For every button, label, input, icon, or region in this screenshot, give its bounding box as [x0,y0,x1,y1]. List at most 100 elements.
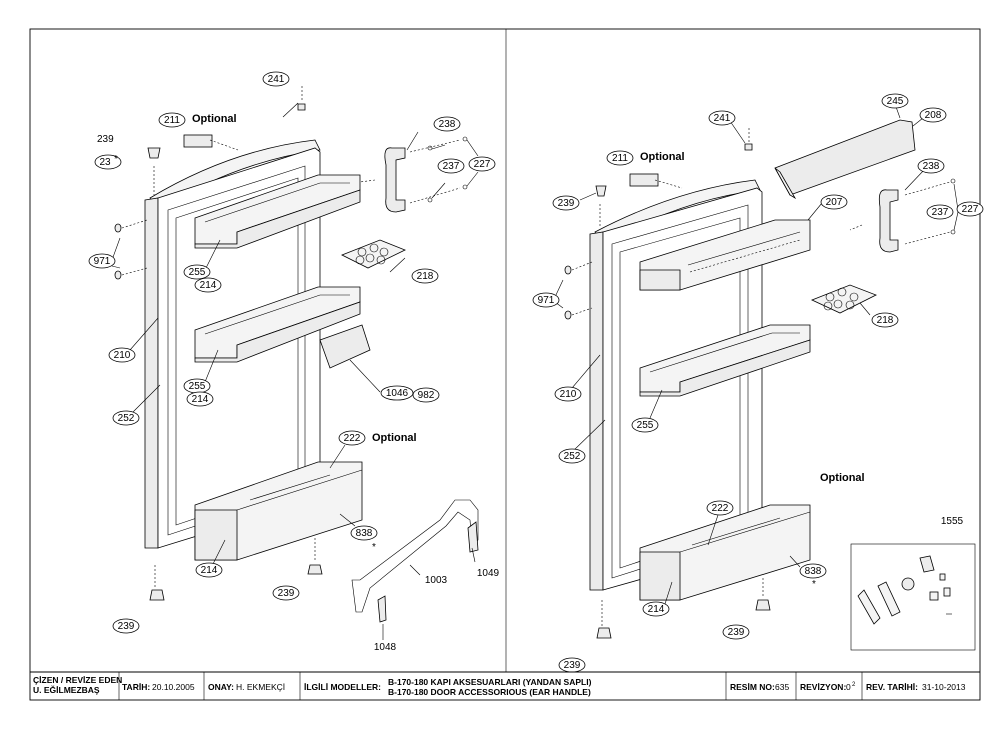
right-foot-239-mid [755,599,771,611]
callout-r-239-mid: 239 [728,627,745,638]
callout-r-222: 222 [712,503,729,514]
callout-r-252: 252 [564,451,581,462]
left-wire-rack-1003 [351,499,479,613]
callout-255-top: 255 [189,267,206,278]
models-line-2: B-170-180 DOOR ACCESSORIOUS (EAR HANDLE) [388,687,591,697]
drawn-by-value: U. EĞİLMEZBAŞ [33,684,100,695]
right-top-cover-245 [774,119,916,196]
right-handle-238 [878,189,899,253]
callout-r-838: 838 [805,566,822,577]
optional-note-222: Optional [372,432,417,444]
left-door-assembly [111,86,479,640]
callout-982: 982 [418,390,435,401]
optional-note-r: Optional [820,472,865,484]
left-callouts: 241 211 Optional 239 23 * 238 237 227 97… [88,71,500,653]
right-callouts: 241 245 208 211 Optional 239 238 207 237… [532,93,984,673]
callout-r-207: 207 [826,197,843,208]
callout-239-bot: 239 [118,621,135,632]
approval-label: ONAY: [208,682,234,692]
callout-218: 218 [417,271,434,282]
callout-r-218: 218 [877,315,894,326]
left-foot-239-bot [149,589,165,601]
callout-r-255: 255 [637,420,654,431]
left-bottom-bin [194,461,363,561]
callout-838-star: * [372,542,376,553]
left-egg-tray-218 [341,239,406,269]
rev-date-value: 31-10-2013 [922,682,966,692]
callout-r-971: 971 [538,295,555,306]
callout-r-208: 208 [925,110,942,121]
left-label-plate-211 [183,134,213,148]
revision-value: 0 [846,682,851,692]
callout-r-239-top: 239 [558,198,575,209]
models-label: İLGİLİ MODELLER: [304,682,381,692]
callout-r-1555: 1555 [941,516,964,527]
left-door-side-edge [144,197,159,549]
callout-252: 252 [118,413,135,424]
callout-1048: 1048 [374,642,397,653]
drawing-no-value: 635 [775,682,789,692]
callout-255-mid: 255 [189,381,206,392]
callout-241: 241 [268,74,285,85]
callout-838: 838 [356,528,373,539]
right-shelf-middle-255 [639,324,811,397]
callout-23-star: * [114,154,118,165]
callout-227: 227 [474,159,491,170]
drawing-no-label: RESİM NO: [730,682,775,692]
callout-r-211: 211 [612,153,628,164]
left-part-1046 [319,324,371,369]
left-handle-238 [384,147,406,213]
right-door-assembly [554,103,959,639]
date-value: 20.10.2005 [152,682,195,692]
rev-date-label: REV. TARİHİ: [866,682,918,692]
callout-214-top: 214 [200,280,217,291]
callout-r-238: 238 [923,161,940,172]
optional-note-211: Optional [192,113,237,125]
sheet-frame [29,28,981,701]
callout-214-mid: 214 [192,394,209,405]
right-shelf-top-207 [639,219,811,291]
callout-r-245: 245 [887,96,904,107]
left-shelf-top [194,174,361,249]
callout-1003: 1003 [425,575,448,586]
callout-1049: 1049 [477,568,500,579]
callout-237: 237 [443,161,460,172]
title-block: ÇİZEN / REVİZE EDEN U. EĞİLMEZBAŞ TARİH:… [30,671,980,700]
drawn-by-label: ÇİZEN / REVİZE EDEN [33,675,122,685]
left-cap-241 [297,103,306,111]
approval-value: H. EKMEKÇİ [236,682,285,692]
models-line-1: B-170-180 KAPI AKSESUARLARI (YANDAN SAPL… [388,677,592,687]
left-foot-239-mid [307,564,323,575]
right-foot-239-bot [596,627,612,639]
callout-r-214: 214 [648,604,665,615]
date-label: TARİH: [122,682,150,692]
callout-23: 23 [99,157,111,168]
callout-r-838-star: * [812,579,816,590]
right-cap-241 [744,143,753,151]
right-label-plate-211 [629,173,659,187]
optional-kit-1555: 1555 [850,516,976,651]
revision-label: REVİZYON: [800,682,846,692]
revision-sup: 2 [852,682,856,688]
callout-239-mid: 239 [278,588,295,599]
callout-r-210: 210 [560,389,577,400]
callout-214-bot: 214 [201,565,218,576]
callout-r-239-bot: 239 [564,660,581,671]
callout-r-227: 227 [962,204,979,215]
callout-r-237: 237 [932,207,949,218]
callout-1046: 1046 [386,388,409,399]
right-cap-239-top [595,185,607,197]
callout-r-241: 241 [714,113,731,124]
callout-971: 971 [94,256,111,267]
callout-239-top: 239 [97,134,114,145]
callout-210: 210 [114,350,131,361]
left-shelf-middle [194,286,361,363]
callout-238: 238 [439,119,456,130]
right-door-side-edge [589,231,604,591]
left-cap-239-top [147,147,161,159]
optional-note-r-211: Optional [640,151,685,163]
callout-211: 211 [164,115,180,126]
right-egg-tray-218 [810,284,877,314]
